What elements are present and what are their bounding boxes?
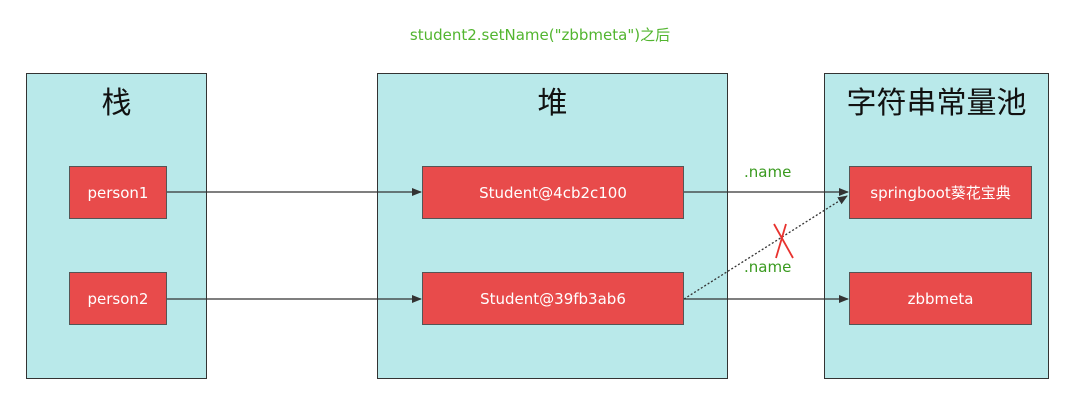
edge-label-student2-old-name: .name bbox=[744, 258, 792, 276]
dotted-arrow-student2-old-name bbox=[683, 195, 848, 300]
stack-panel-title: 栈 bbox=[101, 86, 132, 121]
pool-string-zbbmeta-node: zbbmeta bbox=[849, 272, 1032, 325]
stack-panel: 栈 bbox=[26, 73, 207, 379]
heap-panel-title: 堆 bbox=[537, 86, 568, 121]
student2-object-node: Student@39fb3ab6 bbox=[422, 272, 684, 325]
cross-mark-icon bbox=[773, 223, 794, 259]
edge-label-student1-name: .name bbox=[744, 163, 792, 181]
pool-string-springboot-node: springboot葵花宝典 bbox=[849, 166, 1032, 219]
person1-node: person1 bbox=[69, 166, 167, 219]
heap-panel: 堆 bbox=[377, 73, 728, 379]
string-pool-panel-title: 字符串常量池 bbox=[846, 86, 1027, 121]
student1-object-node: Student@4cb2c100 bbox=[422, 166, 684, 219]
diagram-caption: student2.setName("zbbmeta")之后 bbox=[409, 26, 671, 44]
string-pool-panel: 字符串常量池 bbox=[824, 73, 1049, 379]
person2-node: person2 bbox=[69, 272, 167, 325]
